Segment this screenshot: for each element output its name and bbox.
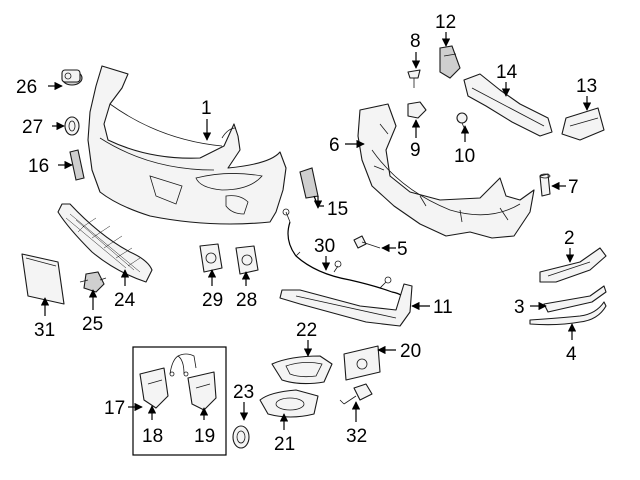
callout-18: 18 xyxy=(142,426,163,447)
callout-16: 16 xyxy=(28,156,49,177)
callout-22: 22 xyxy=(296,320,317,341)
bolt xyxy=(353,235,381,249)
license-bracket xyxy=(21,253,65,305)
wiring-harness xyxy=(282,208,411,305)
callout-27: 27 xyxy=(22,117,43,138)
energy-absorber xyxy=(357,103,535,239)
sensor-holder xyxy=(199,243,223,273)
callout-23: 23 xyxy=(233,382,254,403)
callout-19: 19 xyxy=(194,426,215,447)
grille-bracket-left xyxy=(139,367,169,409)
mount-bracket xyxy=(439,45,461,79)
callout-17: 17 xyxy=(104,398,125,419)
sensor-ring xyxy=(64,116,80,136)
callout-20: 20 xyxy=(400,341,421,362)
grille-bracket-right xyxy=(187,371,217,411)
seal-ring xyxy=(232,425,250,449)
callout-14: 14 xyxy=(496,62,518,83)
park-sensor xyxy=(339,383,373,405)
callout-32: 32 xyxy=(346,426,367,447)
callout-6: 6 xyxy=(329,135,340,156)
retainer-clip xyxy=(79,271,107,293)
callout-26: 26 xyxy=(16,77,37,98)
callout-labels: 1 2 3 4 5 6 7 8 9 10 11 12 13 14 15 16 1… xyxy=(16,12,597,455)
lower-reinforcement xyxy=(279,283,413,327)
callout-1: 1 xyxy=(201,98,212,119)
lower-grille xyxy=(57,203,153,283)
callout-2: 2 xyxy=(564,228,575,249)
upper-bracket xyxy=(539,247,607,283)
trim-strip xyxy=(529,301,607,326)
callout-5: 5 xyxy=(397,239,408,260)
sensor-holder xyxy=(235,245,259,275)
callout-29: 29 xyxy=(202,290,223,311)
leader-15-elbow xyxy=(313,195,324,207)
callout-8: 8 xyxy=(410,31,421,52)
push-clip xyxy=(539,173,551,197)
screw xyxy=(407,69,421,88)
fog-lamp-trim xyxy=(271,355,333,385)
side-bracket xyxy=(561,107,605,141)
callout-7: 7 xyxy=(568,177,579,198)
nut xyxy=(407,101,427,119)
impact-bar xyxy=(463,73,553,137)
callout-13: 13 xyxy=(576,76,597,97)
callout-25: 25 xyxy=(82,314,103,335)
bumper-cover xyxy=(87,65,287,225)
callout-3: 3 xyxy=(514,297,525,318)
callout-12: 12 xyxy=(435,12,456,33)
lower-bracket xyxy=(543,285,607,313)
callout-28: 28 xyxy=(236,290,257,311)
callout-24: 24 xyxy=(114,290,136,311)
callout-30: 30 xyxy=(314,236,335,257)
bracket xyxy=(299,167,319,199)
park-sensor xyxy=(61,69,83,86)
fog-lamp-cover-right xyxy=(343,345,381,381)
callout-15: 15 xyxy=(327,199,348,220)
reflector xyxy=(69,149,85,181)
fog-lamp-bezel xyxy=(259,389,319,418)
leader-lines xyxy=(40,32,592,430)
grille-bracket-kit xyxy=(132,346,227,456)
callout-31: 31 xyxy=(34,320,55,341)
callout-4: 4 xyxy=(566,344,577,365)
callout-11: 11 xyxy=(433,297,453,318)
callout-9: 9 xyxy=(410,140,421,161)
callout-10: 10 xyxy=(454,146,475,167)
callout-21: 21 xyxy=(274,434,295,455)
